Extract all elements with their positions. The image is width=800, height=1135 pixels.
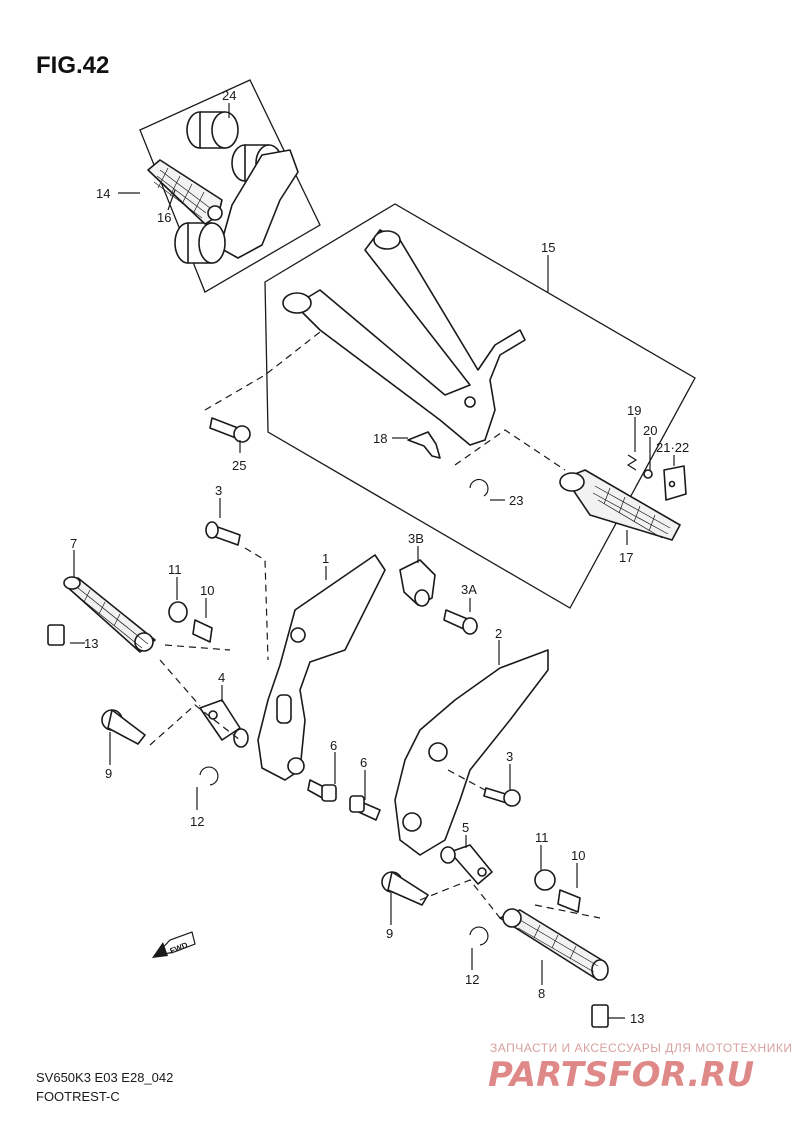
section-name: FOOTREST-C [36, 1089, 120, 1104]
label-15: 15 [541, 240, 555, 255]
small-hardware-15 [407, 431, 687, 501]
bracket-2 [394, 649, 549, 856]
tread-pattern-17 [592, 485, 671, 539]
label-6-left: 6 [330, 738, 337, 753]
spring-11-right [534, 869, 556, 891]
label-17: 17 [619, 550, 633, 565]
watermark-tagline: ЗАПЧАСТИ И АКСЕССУАРЫ ДЛЯ МОТОТЕХНИКИ [490, 1041, 792, 1055]
clip-12-right [469, 926, 489, 946]
label-11-right: 11 [535, 830, 549, 845]
label-14: 14 [96, 186, 110, 201]
label-1: 1 [322, 551, 329, 566]
clip-12-left [199, 766, 219, 786]
label-13-left: 13 [84, 636, 98, 651]
pin-9-right [381, 871, 429, 906]
watermark-logo: PARTSFOR.RU [488, 1055, 754, 1095]
footrest-assembly-small [147, 111, 299, 264]
label-4: 4 [218, 670, 225, 685]
label-3-upper: 3 [215, 483, 222, 498]
label-12-right: 12 [465, 972, 479, 987]
spring-11-left [168, 601, 188, 623]
model-code: SV650K3 E03 E28_042 [36, 1070, 173, 1085]
label-10-left: 10 [200, 583, 214, 598]
ball-10-right [557, 889, 581, 913]
label-18: 18 [373, 431, 387, 446]
tread-pattern-8 [517, 919, 599, 973]
label-5: 5 [462, 820, 469, 835]
label-7: 7 [70, 536, 77, 551]
bolts-3-3A [205, 521, 478, 635]
pivot-5 [440, 844, 493, 885]
label-20: 20 [643, 423, 657, 438]
label-6-right: 6 [360, 755, 367, 770]
label-24: 24 [222, 88, 236, 103]
pivot-4 [199, 699, 249, 748]
label-3-lower: 3 [506, 749, 513, 764]
bolt-13-left [47, 624, 65, 646]
footrest-bracket-15 [282, 229, 681, 541]
label-19: 19 [627, 403, 641, 418]
kit-box-15 [264, 203, 696, 609]
label-23: 23 [509, 493, 523, 508]
label-11-left: 11 [168, 562, 182, 577]
bolt-13-right [591, 1004, 609, 1028]
label-2: 2 [495, 626, 502, 641]
forward-direction-badge: FWD [152, 931, 196, 958]
label-8: 8 [538, 986, 545, 1001]
label-12-left: 12 [190, 814, 204, 829]
label-10-right: 10 [571, 848, 585, 863]
bolt-25 [209, 417, 251, 443]
tread-pattern-16 [153, 167, 211, 219]
label-21-22: 21·22 [656, 440, 689, 455]
label-3A: 3A [461, 582, 477, 597]
footpeg-7 [63, 576, 156, 653]
label-3B: 3B [408, 531, 424, 546]
label-25: 25 [232, 458, 246, 473]
label-9-left: 9 [105, 766, 112, 781]
label-16: 16 [157, 210, 171, 225]
ball-10-left [192, 619, 213, 643]
figure-title: FIG.42 [36, 52, 109, 79]
leader-lines [70, 103, 675, 1019]
label-9-right: 9 [386, 926, 393, 941]
bracket-1 [257, 554, 386, 781]
bracket-3B [399, 559, 436, 607]
label-13-right: 13 [630, 1011, 644, 1026]
pin-9-left [101, 709, 146, 745]
tread-pattern-7 [74, 587, 149, 649]
nuts-6 [307, 779, 381, 821]
dashed-guides [149, 331, 601, 919]
